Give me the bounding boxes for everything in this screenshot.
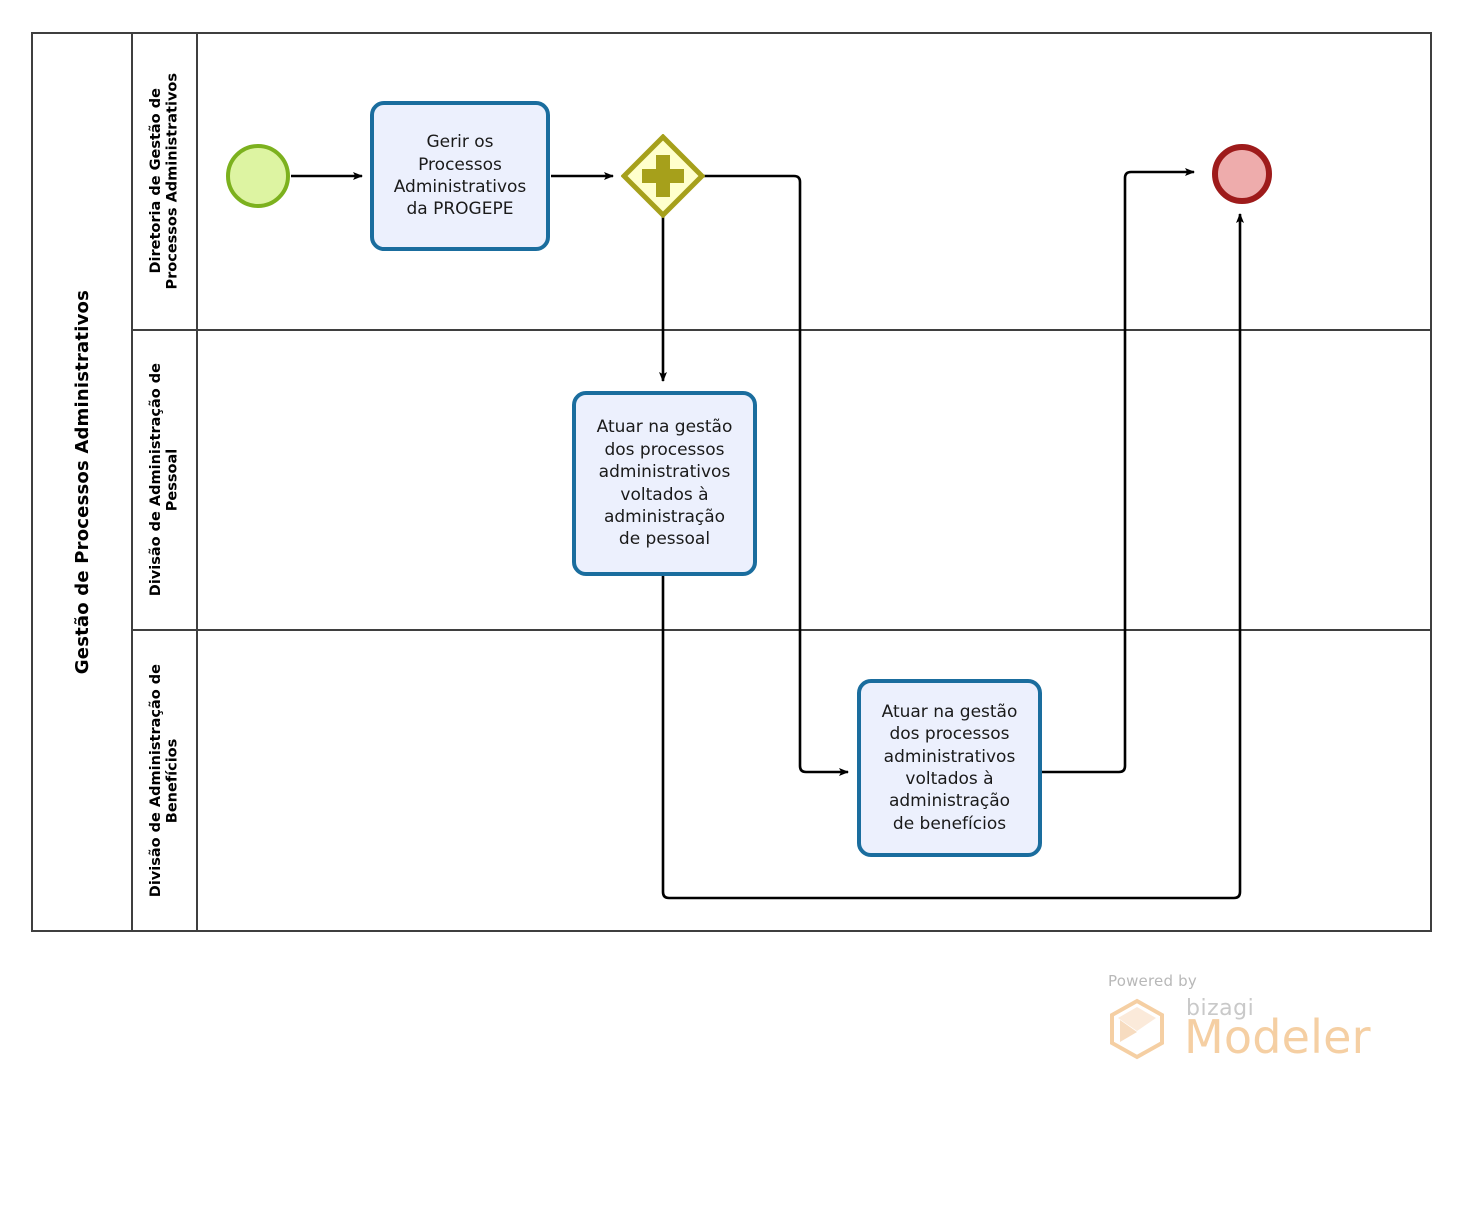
- parallel-gateway[interactable]: [620, 133, 706, 219]
- end-event[interactable]: [1212, 144, 1272, 204]
- task-atuar-gestao-administracao-de-beneficios[interactable]: Atuar na gestão dos processos administra…: [857, 679, 1042, 857]
- pool-title-column: Gestão de Processos Administrativos: [33, 34, 133, 930]
- lane-label-column-pessoal: Divisão de Administração de Pessoal: [133, 331, 198, 629]
- lane-label-beneficios: Divisão de Administração de Benefícios: [147, 663, 181, 898]
- lane-label-diretoria: Diretoria de Gestão de Processos Adminis…: [147, 73, 181, 290]
- start-event[interactable]: [226, 144, 290, 208]
- bizagi-modeler-logo: Powered by bizagi Modeler: [1106, 972, 1371, 1062]
- bizagi-hexagon-icon: [1110, 998, 1164, 1060]
- parallel-plus-icon: [642, 155, 684, 197]
- modeler-wordmark: Modeler: [1184, 1010, 1371, 1064]
- powered-by-label: Powered by: [1108, 972, 1197, 990]
- lane-divisao-de-administracao-de-pessoal[interactable]: Divisão de Administração de Pessoal: [133, 331, 1432, 631]
- bizagi-wordmark: bizagi: [1186, 996, 1255, 1021]
- lane-label-column-diretoria: Diretoria de Gestão de Processos Adminis…: [133, 34, 198, 329]
- lane-label-pessoal: Divisão de Administração de Pessoal: [147, 363, 181, 597]
- task-label: Gerir os Processos Administrativos da PR…: [393, 132, 527, 220]
- task-label: Atuar na gestão dos processos administra…: [881, 701, 1018, 834]
- task-gerir-os-processos-administrativos-da-progepe[interactable]: Gerir os Processos Administrativos da PR…: [370, 101, 550, 251]
- task-label: Atuar na gestão dos processos administra…: [596, 417, 733, 550]
- lane-divisao-de-administracao-de-beneficios[interactable]: Divisão de Administração de Benefícios: [133, 631, 1432, 930]
- task-atuar-gestao-administracao-de-pessoal[interactable]: Atuar na gestão dos processos administra…: [572, 391, 757, 576]
- lane-label-column-beneficios: Divisão de Administração de Benefícios: [133, 631, 198, 930]
- pool-title: Gestão de Processos Administrativos: [71, 289, 93, 675]
